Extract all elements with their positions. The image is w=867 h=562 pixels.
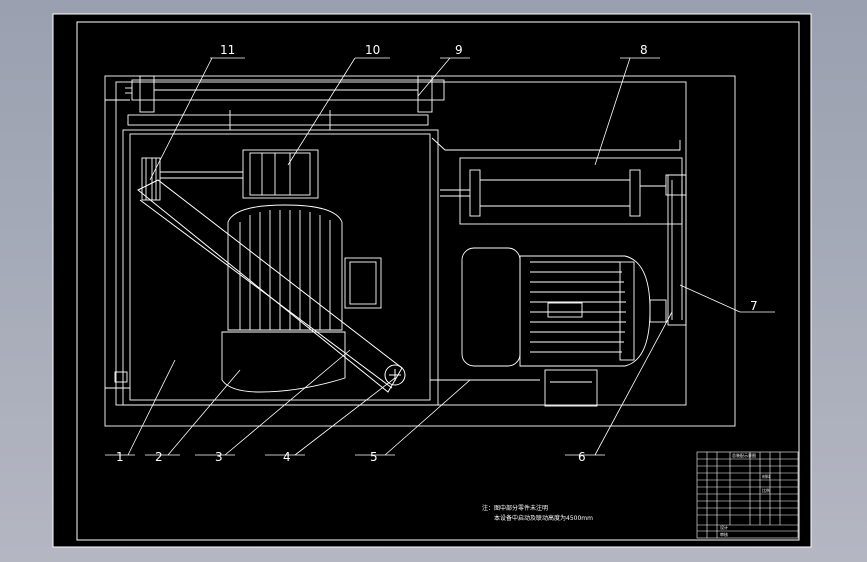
callout-5: 5: [370, 450, 378, 464]
callout-9: 9: [455, 43, 463, 57]
leader-lines: [105, 57, 775, 456]
callout-labels: 1 2 3 4 5 6 7 8 9 10 11: [116, 43, 758, 464]
note-line-2: 本设备中启动及联动高度为4500mm: [494, 514, 593, 522]
horizontal-motor: [430, 247, 667, 407]
title-cell-name: 总装配示意图: [732, 452, 756, 458]
inclined-conveyor-arm: [137, 179, 406, 393]
drawing-border-inner: [76, 21, 800, 541]
gearbox: [160, 149, 319, 199]
callout-1: 1: [116, 450, 124, 464]
callout-2: 2: [155, 450, 163, 464]
title-cell-check: 审核: [720, 531, 728, 537]
title-block-text: 总装配示意图 材料 比例 设计 审核: [720, 452, 770, 537]
callout-6: 6: [578, 450, 586, 464]
callout-8: 8: [640, 43, 648, 57]
note-line-1: 注：图中部分零件未注明: [482, 504, 548, 512]
title-block: [696, 451, 799, 539]
callout-4: 4: [283, 450, 291, 464]
callout-11: 11: [220, 43, 235, 57]
callout-7: 7: [750, 299, 758, 313]
callout-10: 10: [365, 43, 380, 57]
top-roller: [125, 75, 445, 130]
vertical-chain: [667, 174, 687, 326]
title-cell-design: 设计: [720, 524, 728, 530]
vertical-motor: [221, 204, 382, 393]
title-cell-material: 材料: [762, 473, 770, 479]
main-housing: [114, 129, 439, 406]
callout-3: 3: [215, 450, 223, 464]
technical-notes: 注：图中部分零件未注明 本设备中启动及联动高度为4500mm: [482, 504, 593, 522]
title-cell-scale: 比例: [762, 487, 770, 493]
